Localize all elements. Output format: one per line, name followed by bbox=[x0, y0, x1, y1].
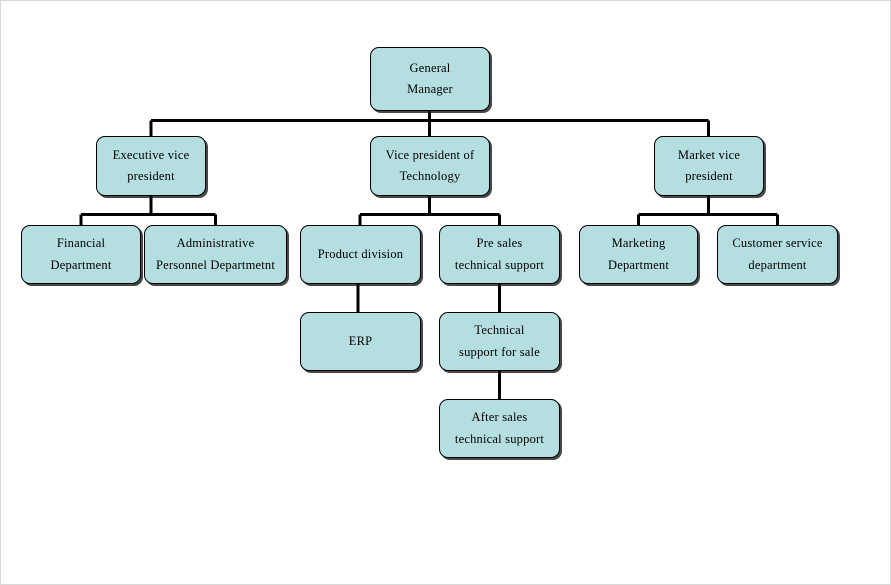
node-label-line: technical support bbox=[454, 257, 545, 272]
node-label-line: technical support bbox=[454, 431, 545, 446]
node-label-line: Market vice bbox=[677, 147, 741, 162]
node-label-line: Personnel Departmetnt bbox=[155, 257, 276, 272]
node-label-line: department bbox=[748, 257, 807, 272]
node-label-line: Technology bbox=[399, 169, 461, 183]
node-after-sales-technical-support[interactable]: After sales technical support bbox=[439, 399, 560, 458]
node-vice-president-of-technology[interactable]: Vice president of Technology bbox=[370, 136, 490, 196]
node-label-line: Financial bbox=[56, 236, 106, 250]
node-label-line: Pre sales bbox=[476, 236, 523, 250]
node-label-line: Vice president of bbox=[385, 147, 475, 162]
node-customer-service-department[interactable]: Customer service department bbox=[717, 225, 838, 284]
node-product-division[interactable]: Product division bbox=[300, 225, 421, 284]
node-general-manager[interactable]: General Manager bbox=[370, 47, 490, 111]
node-label-line: Administrative bbox=[176, 236, 255, 250]
node-label-line: Customer service bbox=[732, 236, 823, 250]
node-label-line: Department bbox=[607, 257, 669, 272]
node-label-line: ERP bbox=[348, 333, 373, 348]
node-label-line: president bbox=[685, 169, 733, 183]
node-administrative-personnel-department[interactable]: Administrative Personnel Departmetnt bbox=[144, 225, 287, 284]
node-label-line: Executive vice bbox=[112, 147, 190, 162]
node-label-line: president bbox=[127, 169, 175, 183]
node-marketing-department[interactable]: Marketing Department bbox=[579, 225, 698, 284]
node-erp[interactable]: ERP bbox=[300, 312, 421, 371]
node-label-line: After sales bbox=[471, 410, 528, 424]
node-technical-support-for-sale[interactable]: Technical support for sale bbox=[439, 312, 560, 371]
node-label-line: Marketing bbox=[611, 236, 666, 250]
node-pre-sales-technical-support[interactable]: Pre sales technical support bbox=[439, 225, 560, 284]
node-label-line: Product division bbox=[317, 246, 404, 261]
node-label-line: Manager bbox=[407, 82, 453, 96]
node-label-line: Technical bbox=[474, 323, 525, 337]
node-financial-department[interactable]: Financial Department bbox=[21, 225, 141, 284]
node-label-line: Department bbox=[50, 257, 112, 272]
node-label-line: General bbox=[409, 60, 451, 75]
node-label-line: support for sale bbox=[459, 344, 540, 359]
node-executive-vice-president[interactable]: Executive vice president bbox=[96, 136, 206, 196]
node-market-vice-president[interactable]: Market vice president bbox=[654, 136, 764, 196]
